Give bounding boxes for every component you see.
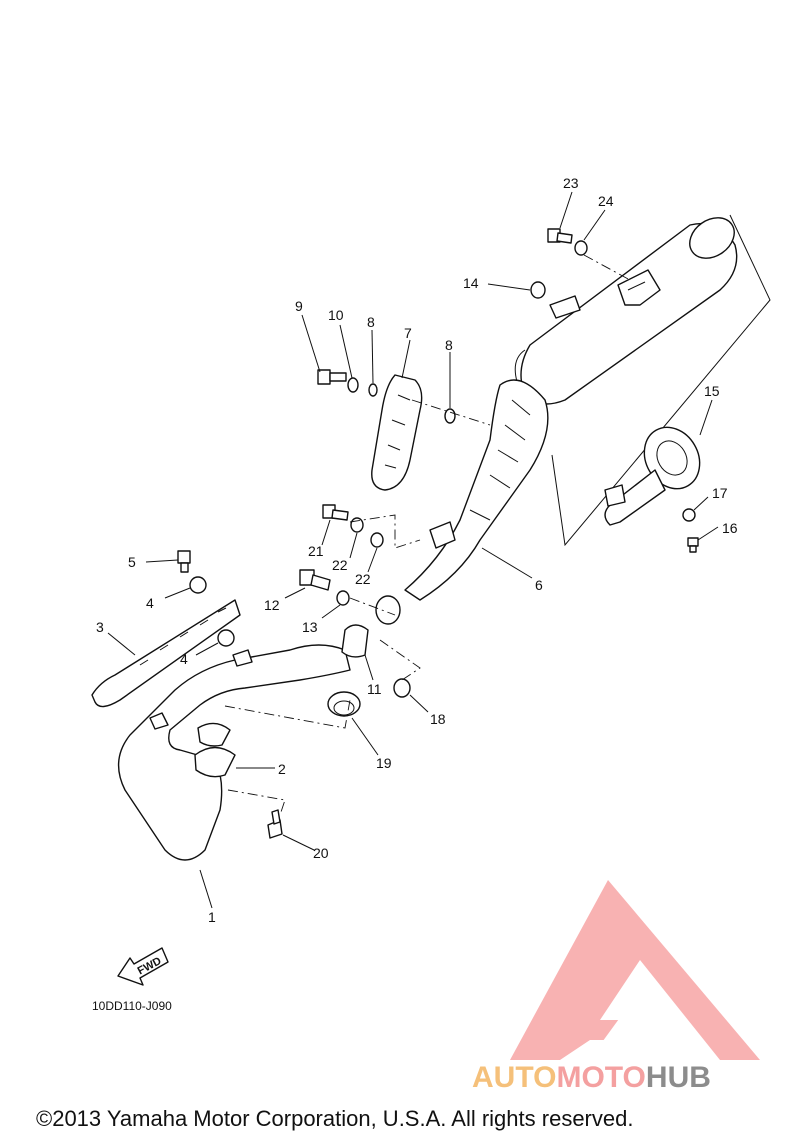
callout-9: 9 [295, 298, 303, 314]
forward-arrow-icon: FWD [117, 947, 169, 986]
heat-protector [371, 374, 423, 491]
callout-4a: 4 [146, 595, 154, 611]
callout-16: 16 [722, 520, 738, 536]
washer-8a [368, 383, 378, 397]
callout-23: 23 [563, 175, 579, 191]
brand-auto: AUTO [472, 1061, 556, 1094]
damper-14 [530, 281, 546, 299]
washer-22b [370, 532, 384, 548]
nut-18 [393, 678, 411, 698]
callout-5: 5 [128, 554, 136, 570]
gasket-11 [341, 624, 369, 658]
watermark-brand: AUTOMOTOHUB [472, 1061, 711, 1094]
bolt-21 [322, 504, 349, 521]
callout-15: 15 [704, 383, 720, 399]
header-protector [91, 599, 241, 708]
callout-24: 24 [598, 193, 614, 209]
leader-lines [107, 191, 719, 909]
callout-14: 14 [463, 275, 479, 291]
washer-4b [217, 629, 235, 647]
callout-4b: 4 [180, 651, 188, 667]
brand-moto: MOTO [556, 1061, 645, 1094]
watermark-logo [510, 880, 760, 1060]
screw-16 [687, 537, 699, 553]
small-parts [177, 228, 699, 839]
callout-18: 18 [430, 711, 446, 727]
callout-17: 17 [712, 485, 728, 501]
assembly-lines [224, 254, 631, 816]
washer-24 [574, 240, 588, 256]
callout-3: 3 [96, 619, 104, 635]
callout-6: 6 [535, 577, 543, 593]
washer-22a [350, 517, 364, 533]
bolt-9 [317, 369, 347, 385]
callout-10: 10 [328, 307, 344, 323]
callout-13: 13 [302, 619, 318, 635]
callout-8a: 8 [367, 314, 375, 330]
callouts: 1 2 3 4 4 5 6 7 8 8 9 10 11 12 13 14 15 … [96, 175, 738, 925]
callout-19: 19 [376, 755, 392, 771]
washer-4a [189, 576, 207, 594]
copyright-notice: ©2013 Yamaha Motor Corporation, U.S.A. A… [36, 1106, 633, 1131]
nut-17 [682, 508, 696, 522]
muffler [514, 214, 771, 547]
callout-21: 21 [308, 543, 324, 559]
callout-1: 1 [208, 909, 216, 925]
bolt-23 [547, 228, 573, 244]
brand-hub: HUB [646, 1061, 711, 1094]
silencer-insert [604, 426, 701, 526]
washer-13 [336, 590, 350, 606]
washer-8b [444, 408, 456, 424]
svg-text:AUTOMOTOHUB: AUTOMOTOHUB [472, 1061, 711, 1094]
fwd-label: FWD [136, 955, 164, 977]
clamp-ring [375, 595, 401, 625]
washer-10 [347, 377, 359, 393]
exhaust-body-pipe [404, 379, 549, 601]
callout-11: 11 [367, 681, 382, 697]
gasket-19 [327, 691, 361, 717]
drawing-code: 10DD110-J090 [92, 999, 172, 1013]
exhaust-header-pipe [117, 644, 351, 861]
callout-8b: 8 [445, 337, 453, 353]
callout-22a: 22 [332, 557, 348, 573]
callout-20: 20 [313, 845, 329, 861]
callout-2: 2 [278, 761, 286, 777]
bolt-20 [267, 809, 283, 839]
callout-7: 7 [404, 325, 412, 341]
bolt-12 [299, 569, 331, 591]
callout-22b: 22 [355, 571, 371, 587]
bolt-5 [177, 550, 191, 573]
callout-12: 12 [264, 597, 280, 613]
